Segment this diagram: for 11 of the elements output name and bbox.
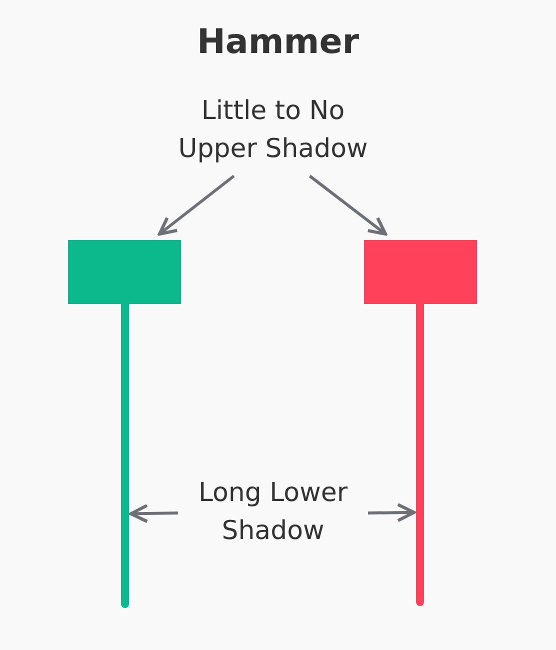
arrow [368, 503, 416, 522]
arrow [158, 174, 235, 236]
candle-body [68, 240, 181, 304]
candle-body [364, 240, 477, 304]
annotation-text: Long Lower Shadow [178, 474, 368, 550]
candle-wick [121, 304, 129, 608]
candle-wick [416, 304, 424, 606]
title: Hammer [196, 22, 360, 62]
arrow [129, 504, 178, 524]
annotation-text: Little to No Upper Shadow [158, 92, 388, 168]
arrow [308, 174, 388, 236]
